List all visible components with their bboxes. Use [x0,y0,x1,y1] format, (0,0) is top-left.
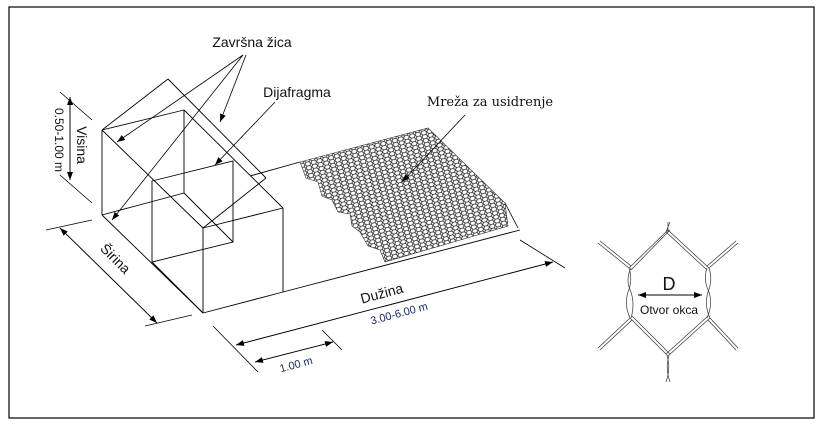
dimension-lines [45,91,566,373]
label-visina-value: 0.50-1.00 m [52,108,66,172]
gabion-box [101,78,521,314]
label-visina: Visina [74,126,90,164]
leader-lines [111,54,466,221]
label-spacing-value: 1.00 m [278,355,314,375]
label-zavrsna-zica: Završna žica [212,34,292,50]
label-dijafragma: Dijafragma [263,84,331,100]
label-mesh-d: D [663,274,676,294]
label-sirina: Širina [97,240,134,277]
label-duzina-value: 3.00-6.00 m [369,301,429,328]
frame-border [8,6,815,419]
label-mesh-opening: Otvor okca [640,303,698,317]
label-mreza: Mreža za usidrenje [427,95,554,110]
anchoring-mesh [299,127,509,263]
mesh-opening-detail [597,221,739,383]
diaphragm-panel [151,160,234,263]
